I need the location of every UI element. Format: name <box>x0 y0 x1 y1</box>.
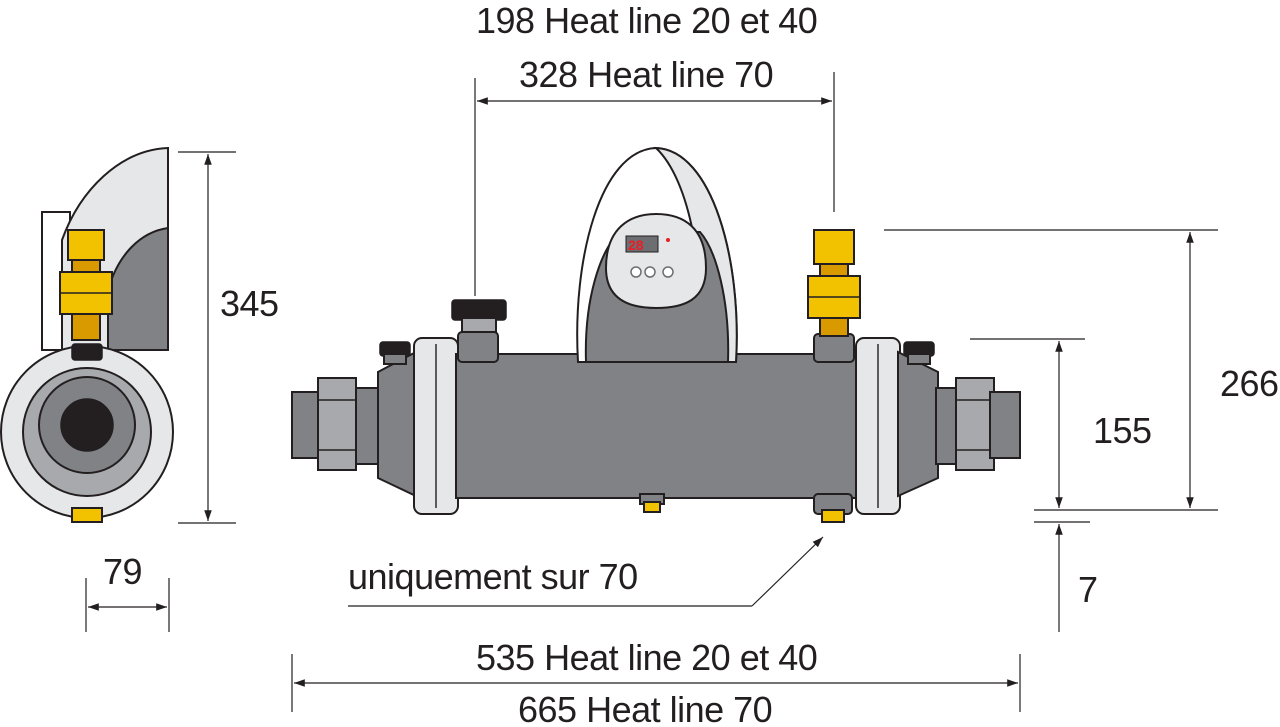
drain-leader-note: uniquement sur 70 <box>348 536 824 607</box>
length-line2: 665 Heat line 70 <box>518 689 772 727</box>
panel-button-2[interactable] <box>644 266 656 278</box>
front-view: 28 <box>291 146 1021 523</box>
length-line1: 535 Heat line 20 et 40 <box>476 637 817 678</box>
top-width-dimension: 198 Heat line 20 et 40 328 Heat line 70 <box>474 0 835 296</box>
offset-bottom-label: 7 <box>1078 569 1098 610</box>
indicator-led <box>666 238 670 242</box>
display-readout: 28 <box>628 237 644 253</box>
height-right-inner-label: 155 <box>1093 410 1152 451</box>
height-right-outer-label: 266 <box>1220 363 1279 404</box>
top-dimension-line2: 328 Heat line 70 <box>519 54 773 95</box>
width-side-label: 79 <box>103 551 142 592</box>
side-height-dimension: 345 <box>178 151 279 524</box>
panel-button-3[interactable] <box>662 266 674 278</box>
side-width-dimension: 79 <box>85 551 170 632</box>
panel-button-1[interactable] <box>630 266 642 278</box>
height-side-label: 345 <box>220 283 279 324</box>
side-view <box>0 146 174 523</box>
note-only-70: uniquement sur 70 <box>348 556 638 597</box>
right-height-dimensions: 266 155 7 <box>884 229 1279 632</box>
top-dimension-line1: 198 Heat line 20 et 40 <box>476 0 817 41</box>
overall-length-dimension: 535 Heat line 20 et 40 665 Heat line 70 <box>291 637 1021 727</box>
display-screen <box>625 235 659 253</box>
